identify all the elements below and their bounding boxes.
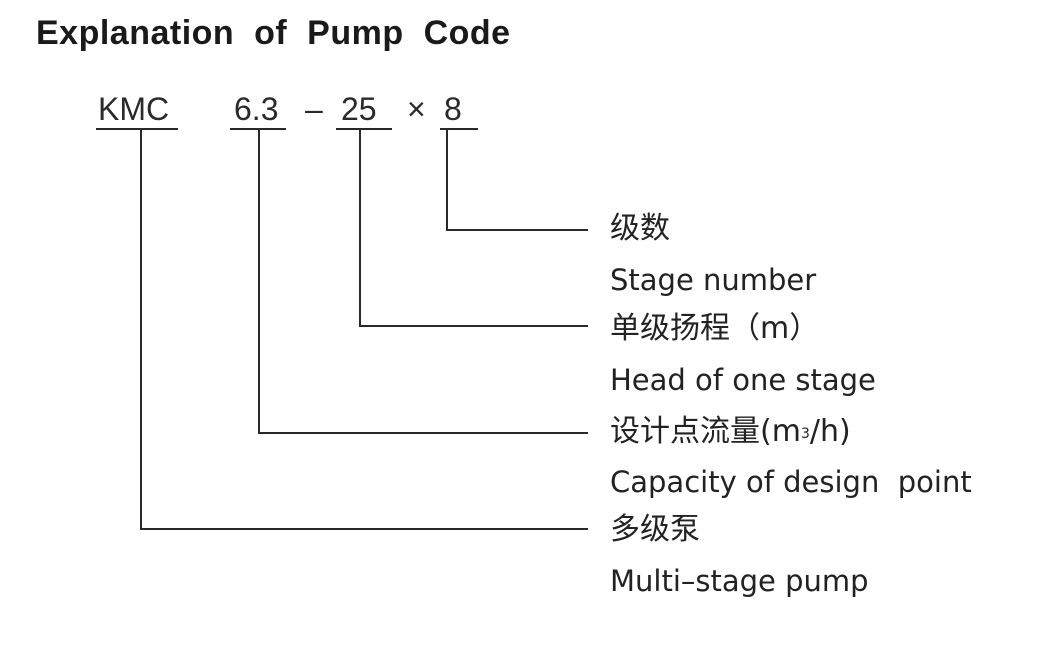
label-capacity-en: Capacity of design point [610, 465, 972, 499]
connector-series-vertical [140, 130, 142, 530]
label-multistage-zh: 多级泵 [610, 512, 700, 547]
label-multistage-en: Multi–stage pump [610, 564, 869, 598]
code-capacity: 6.3 [234, 91, 279, 127]
code-dash: – [305, 91, 323, 127]
underline-capacity [230, 128, 286, 130]
label-stage-number-en: Stage number [610, 263, 817, 297]
connector-capacity-vertical [258, 130, 260, 434]
label-capacity-zh: 设计点流量(m3/h) [610, 414, 851, 450]
underline-head [336, 128, 392, 130]
connector-stages-horizontal [446, 229, 588, 231]
underline-stages [440, 128, 478, 130]
connector-series-horizontal [140, 528, 588, 530]
connector-capacity-horizontal [258, 432, 588, 434]
label-capacity-zh-sup: 3 [800, 426, 810, 442]
connector-head-horizontal [359, 325, 588, 327]
code-times: × [407, 91, 426, 127]
connector-head-vertical [359, 130, 361, 327]
connector-stages-vertical [446, 130, 448, 231]
code-head: 25 [341, 91, 377, 127]
underline-series [96, 128, 178, 130]
diagram-title: Explanation of Pump Code [36, 14, 511, 52]
label-stage-number-zh: 级数 [610, 211, 670, 246]
code-stages: 8 [444, 91, 462, 127]
label-head-zh: 单级扬程（m） [610, 311, 820, 346]
label-capacity-zh-prefix: 设计点流量(m [610, 414, 801, 449]
label-capacity-zh-suffix: /h) [809, 414, 851, 449]
code-series: KMC [98, 91, 170, 127]
label-head-en: Head of one stage [610, 363, 876, 397]
